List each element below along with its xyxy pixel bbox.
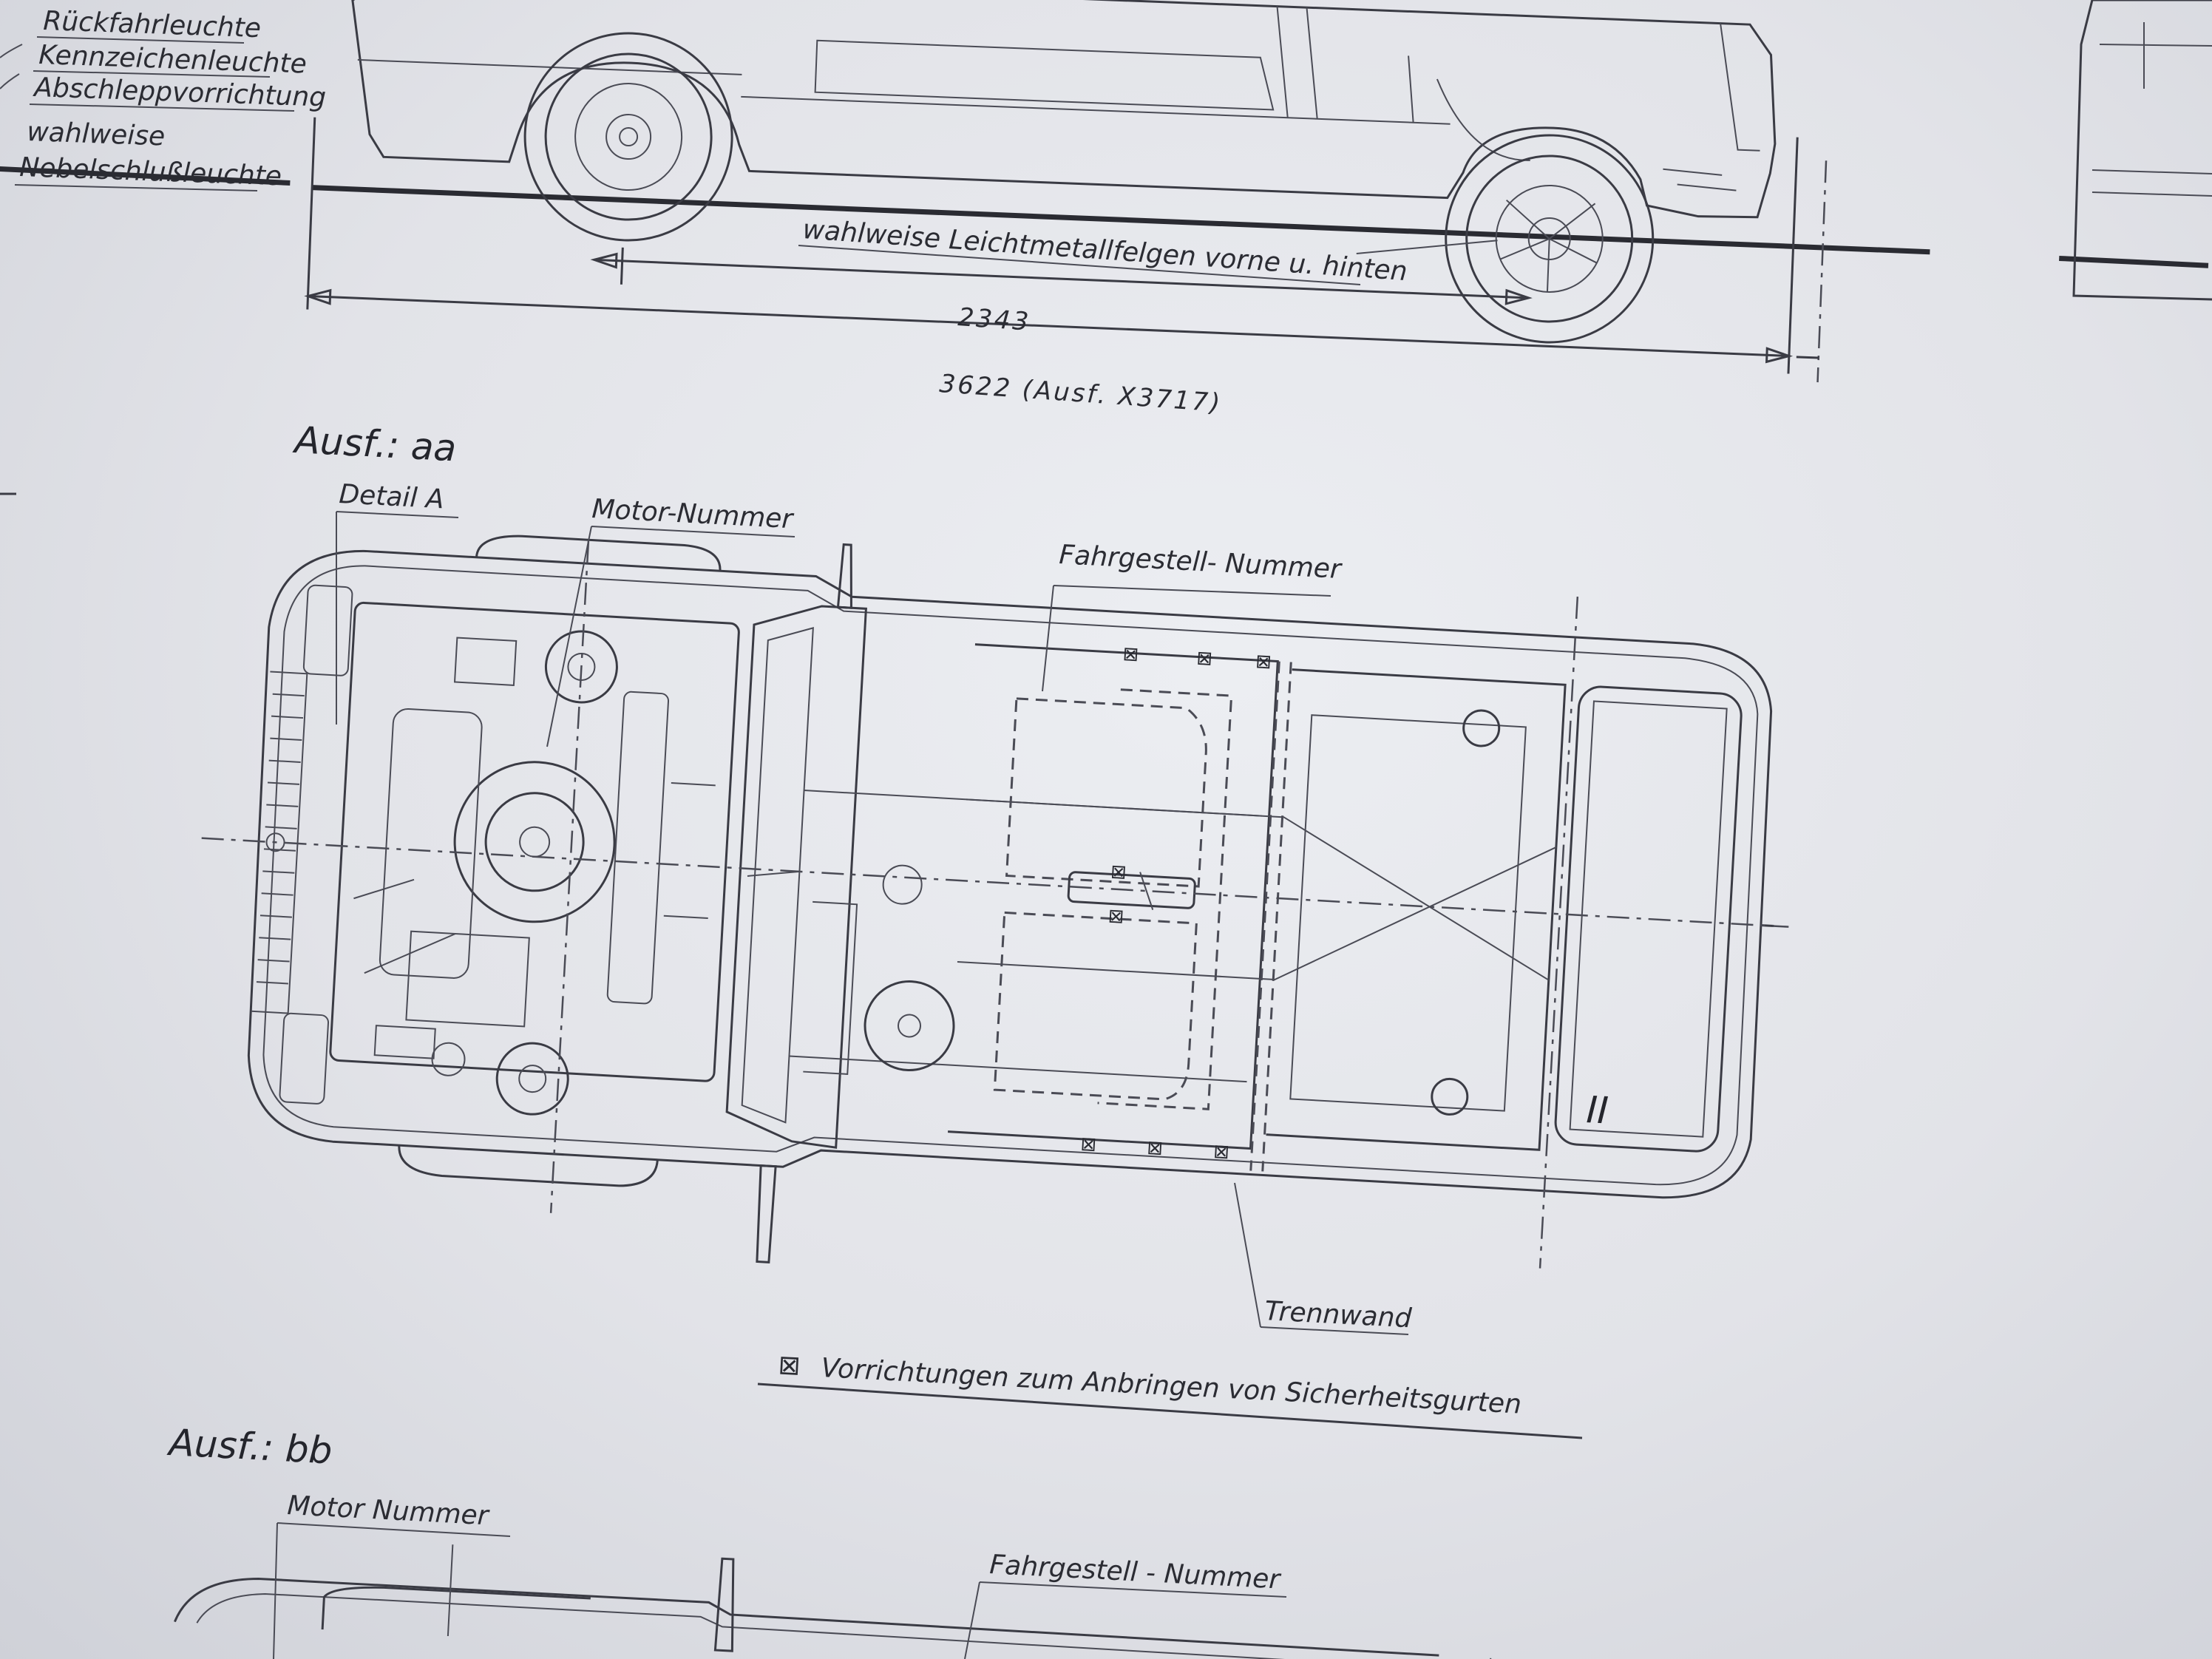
svg-text:⊠: ⊠ — [1080, 1133, 1097, 1156]
label-wahlweise: wahlweise — [27, 117, 166, 152]
variant-aa-top-view: ⊠ ⊠ ⊠ ⊠ ⊠ ⊠ ⊠ ⊠ — [201, 535, 1789, 1269]
variant-aa-title: Ausf.: aa — [291, 418, 457, 470]
variant-bb-top-view — [174, 1544, 1492, 1659]
rear-wheel — [1445, 134, 1655, 344]
label-roman-ii: II — [1585, 1088, 1609, 1132]
svg-text:⊠: ⊠ — [1212, 1141, 1229, 1164]
front-wheel — [523, 32, 733, 242]
svg-text:⊠: ⊠ — [1107, 905, 1124, 928]
label-bb-fahrgestell-nummer: Fahrgestell - Nummer — [989, 1550, 1283, 1595]
variant-bb-labels: Ausf.: bb Motor Nummer Fahrgestell - Num… — [166, 1421, 1282, 1595]
label-seat-belt-note: Vorrichtungen zum Anbringen von Sicherhe… — [821, 1353, 1522, 1420]
rear-view-fragment — [2072, 0, 2212, 301]
svg-text:⊠: ⊠ — [1110, 861, 1127, 883]
label-fahrgestell-nummer: Fahrgestell- Nummer — [1059, 540, 1343, 585]
body-outline — [247, 549, 1773, 1199]
dimension-overall-length: 3622 (Ausf. X3717) — [938, 369, 1223, 418]
seat-belt-symbol: ⊠ — [778, 1350, 801, 1382]
engine — [353, 630, 716, 1116]
variant-aa-labels: Ausf.: aa Detail A Motor-Nummer Fahrgest… — [291, 418, 1609, 1439]
svg-text:⊠: ⊠ — [1146, 1137, 1163, 1160]
variant-aa-leaders — [336, 511, 1409, 1335]
label-detail-a: Detail A — [339, 479, 445, 515]
dimension-wheelbase: 2343 — [957, 302, 1031, 337]
variant-bb-leaders — [273, 1522, 1287, 1659]
variant-bb-title: Ausf.: bb — [166, 1421, 333, 1473]
seat-belt-anchor-marks: ⊠ ⊠ ⊠ ⊠ ⊠ ⊠ ⊠ ⊠ — [1080, 643, 1272, 1164]
svg-text:⊠: ⊠ — [1255, 651, 1272, 674]
svg-text:⊠: ⊠ — [1122, 643, 1139, 666]
side-view — [0, 0, 2209, 383]
svg-text:⊠: ⊠ — [1196, 647, 1213, 670]
